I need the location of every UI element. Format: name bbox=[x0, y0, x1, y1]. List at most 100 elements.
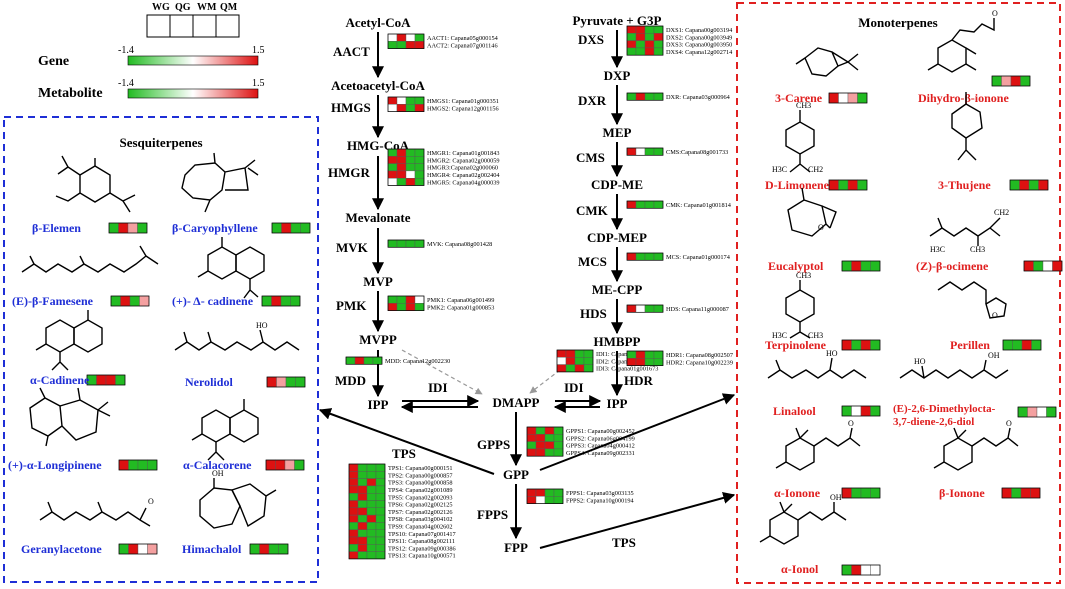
heatmap-cell-dxs bbox=[644, 47, 655, 56]
heatmap-cell-mcs bbox=[644, 252, 655, 261]
enzyme-idi-left: IDI bbox=[428, 380, 448, 395]
compound-heatmap-cell bbox=[249, 543, 260, 555]
heatmap-cell-aact bbox=[405, 33, 416, 42]
compound-heatmap-border bbox=[841, 260, 881, 272]
heatmap-cell-idi bbox=[583, 349, 594, 358]
structure-3-carene bbox=[795, 47, 859, 77]
heatmap-cell-tps bbox=[375, 514, 386, 523]
heatmap-border-dxs bbox=[626, 25, 664, 56]
atom-label-terpinolene-ch3-b: CH3 bbox=[808, 331, 823, 340]
gene-label-pmk: PMK1: Capana06g001499 bbox=[427, 297, 494, 304]
gene-heatmaps bbox=[345, 25, 664, 560]
metabolite-mvp: MVP bbox=[363, 274, 393, 289]
compound-heatmap-border bbox=[841, 339, 881, 351]
structure-alpha-ionone bbox=[775, 427, 861, 471]
gene-label-tps: TPS2: Capana00g000857 bbox=[388, 472, 453, 479]
compound-heatmap-cell bbox=[860, 339, 871, 351]
heatmap-cell-hdr bbox=[635, 350, 646, 359]
heatmap-cell-tps bbox=[366, 493, 377, 501]
enzyme-fpps: FPPS bbox=[477, 507, 508, 522]
compound-heatmap-cell bbox=[1001, 487, 1012, 499]
compound-heatmap-cell bbox=[1019, 179, 1030, 191]
compound-heatmap-border bbox=[118, 459, 158, 471]
heatmap-cell-hmgr bbox=[405, 163, 416, 172]
gene-label-cmk: CMK: Capana01g001814 bbox=[666, 202, 732, 209]
dashed-arrows bbox=[401, 349, 561, 395]
heatmap-cell-tps bbox=[366, 507, 377, 516]
pathway-arrows bbox=[318, 30, 736, 549]
compound-heatmap-cell bbox=[828, 179, 839, 191]
heatmap-border-dxr bbox=[626, 92, 664, 101]
heatmap-cell-cms bbox=[644, 147, 655, 156]
compound-heatmap-cell bbox=[129, 295, 140, 307]
gene-label-dxs: DXS3: Capana00g003950 bbox=[666, 42, 732, 49]
atom-label-terpinolene-h3c: H3C bbox=[772, 331, 787, 340]
heatmap-cell-tps bbox=[375, 536, 386, 545]
heatmap-cell-fpps bbox=[535, 496, 546, 504]
gene-label-mcs: MCS: Capana01g000174 bbox=[666, 254, 731, 261]
compound-heatmap-cell bbox=[870, 405, 881, 417]
heatmap-cell-tps bbox=[375, 507, 386, 516]
heatmap-cell-tps bbox=[348, 485, 359, 494]
heatmap-cell-pmk bbox=[396, 303, 407, 311]
gene-label-gpps: GPPS2: Capana06g004199 bbox=[566, 435, 635, 442]
atom-label-beta-ionone-o: O bbox=[1006, 419, 1012, 428]
heatmap-cell-tps bbox=[375, 500, 386, 509]
legend-col-qm: QM bbox=[220, 2, 238, 13]
heatmap-cell-hmgr bbox=[414, 148, 425, 157]
heatmap-cell-mcs bbox=[626, 252, 637, 261]
structure-beta-caryophyllene bbox=[181, 152, 259, 213]
heatmap-cell-dxs bbox=[635, 33, 646, 41]
heatmap-cell-gpps bbox=[544, 441, 555, 450]
gene-label-dxs: DXS2: Capana00g003949 bbox=[666, 34, 732, 41]
gene-label-tps: TPS1: Capana00g000151 bbox=[388, 465, 453, 472]
heatmap-cell-gpps bbox=[535, 426, 546, 435]
heatmap-cell-idi bbox=[583, 357, 594, 365]
compound-beta-ionone: β-Ionone bbox=[939, 486, 985, 500]
gene-label-dxs: DXS1: Capana00g003194 bbox=[666, 27, 733, 34]
heatmap-cell-hmgr bbox=[387, 148, 398, 157]
gene-color-scale bbox=[127, 55, 259, 66]
compound-alpha-ionone: α-Ionone bbox=[774, 486, 821, 500]
heatmap-cell-dxs bbox=[635, 40, 646, 49]
compound-heatmap-cell bbox=[870, 260, 881, 272]
heatmap-cell-tps bbox=[366, 529, 377, 538]
compound-heatmap-border bbox=[841, 487, 881, 499]
heatmap-cell-idi bbox=[556, 357, 567, 365]
atom-label-diol-ho: HO bbox=[914, 357, 926, 366]
heatmap-cell-aact bbox=[396, 33, 407, 42]
gene-label-hmgr: HMGR4: Capana02g002404 bbox=[427, 172, 500, 179]
heatmap-cell-gpps bbox=[544, 434, 555, 442]
heatmap-cell-tps bbox=[348, 500, 359, 509]
gene-label-pmk: PMK2: Capana01g000853 bbox=[427, 304, 494, 311]
compound-diol-line-2: 3,7-diene-2,6-diol bbox=[893, 416, 974, 428]
heatmap-cell-tps bbox=[348, 544, 359, 552]
gene-label-gpps: GPPS1: Capana00g002452 bbox=[566, 428, 635, 435]
gene-label-hmgr: HMGR3:Capana02g000060 bbox=[427, 165, 498, 172]
heatmap-cell-gpps bbox=[535, 448, 546, 457]
structure-atom-labels: CH3 H3C CH2 CH3 H3C CH3 O H3C CH3 CH2 O … bbox=[148, 9, 1012, 506]
legend: WG QG WM QM Gene -1.4 1.5 Metabolite -1.… bbox=[38, 2, 265, 101]
heatmap-cell-tps bbox=[375, 522, 386, 530]
heatmap-cell-tps bbox=[375, 544, 386, 552]
compound-heatmap-border bbox=[828, 179, 868, 191]
heatmap-cell-fpps bbox=[544, 488, 555, 497]
heatmap-cell-mcs bbox=[635, 252, 646, 261]
heatmap-cell-tps bbox=[357, 536, 368, 545]
heatmap-cell-hmgs bbox=[396, 96, 407, 105]
compound-heatmap-cell bbox=[991, 75, 1002, 87]
compound-heatmap-cell bbox=[147, 459, 158, 471]
heatmap-cell-tps bbox=[375, 493, 386, 501]
heatmap-cell-mvk bbox=[414, 239, 425, 248]
enzyme-mdd: MDD bbox=[335, 373, 366, 388]
heatmap-cell-mdd bbox=[363, 356, 374, 365]
compound-alpha-longipinene: (+)-α-Longipinene bbox=[8, 458, 102, 472]
heatmap-cell-hds bbox=[644, 304, 655, 313]
heatmap-cell-hmgs bbox=[387, 104, 398, 112]
heatmap-cell-mdd bbox=[372, 356, 383, 365]
heatmap-cell-tps bbox=[357, 500, 368, 509]
compound-heatmap-cell bbox=[851, 339, 862, 351]
heatmap-cell-cms bbox=[635, 147, 646, 156]
compound-heatmap-cell bbox=[300, 222, 311, 234]
heatmap-cell-mvk bbox=[405, 239, 416, 248]
